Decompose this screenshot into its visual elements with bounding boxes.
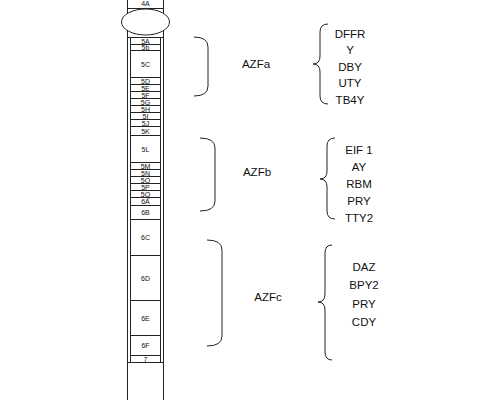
- chromosome-band: 6C: [131, 219, 160, 255]
- band-label: 4A: [141, 0, 150, 7]
- band-label: 5K: [141, 128, 150, 135]
- band-label: 6A: [141, 198, 150, 205]
- chromosome-band: 6B: [131, 205, 160, 219]
- gene-label: PRY: [347, 195, 370, 208]
- gene-label: DFFR: [335, 28, 366, 41]
- region-label: AZFb: [243, 166, 271, 179]
- gene-label: DBY: [338, 61, 362, 74]
- chromosome-band: 5H: [131, 105, 160, 112]
- chromosome-band: 7: [131, 355, 160, 362]
- gene-label: UTY: [339, 77, 362, 90]
- chromosome-band: 5J: [131, 119, 160, 126]
- chromosome-band: 5M: [131, 162, 160, 169]
- chromosome-band: 5P: [131, 183, 160, 190]
- region-label: AZFc: [254, 291, 281, 304]
- band-label: 5C: [141, 61, 150, 68]
- gene-label: TB4Y: [336, 94, 365, 107]
- chromosome-band: 6F: [131, 335, 160, 355]
- band-label: 6B: [141, 209, 150, 216]
- chromosome-band: 5F: [131, 91, 160, 98]
- gene-label: EIF 1: [345, 144, 372, 157]
- chromosome-band: 5I: [131, 112, 160, 119]
- band-label: 6D: [141, 275, 150, 282]
- band-label: 5L: [142, 146, 150, 153]
- chromosome-band: 5Q: [131, 190, 160, 197]
- gene-label: RBM: [346, 178, 372, 191]
- chromosome-band: 5K: [131, 126, 160, 135]
- band-label: 6C: [141, 234, 150, 241]
- chromosome-band: 6E: [131, 300, 160, 335]
- chromosome-band: 5E: [131, 84, 160, 91]
- gene-label: DAZ: [353, 261, 376, 274]
- chromosome-band: 5A: [128, 37, 163, 44]
- gene-label: CDY: [352, 316, 376, 329]
- gene-label: BPY2: [349, 279, 378, 292]
- gene-label: Y: [346, 44, 354, 57]
- chromosome-band: 5L: [131, 135, 160, 162]
- chromosome-band: 4A: [128, 0, 163, 9]
- chromosome-band: 6A: [131, 197, 160, 205]
- gene-label: AY: [352, 161, 367, 174]
- chromosome-band: 5D: [131, 77, 160, 84]
- region-label: AZFa: [242, 58, 270, 71]
- chromosome-band: 6D: [131, 255, 160, 300]
- gene-label: PRY: [352, 298, 375, 311]
- chromosome-band: 5G: [131, 98, 160, 105]
- chromosome-band: 5C: [131, 50, 160, 77]
- band-label: 6E: [141, 315, 150, 322]
- band-label: 7: [144, 356, 148, 363]
- gene-label: TTY2: [345, 212, 373, 225]
- chromosome-band: 5N: [131, 169, 160, 176]
- chromosome-band: 5O: [131, 176, 160, 183]
- band-label: 6F: [141, 342, 149, 349]
